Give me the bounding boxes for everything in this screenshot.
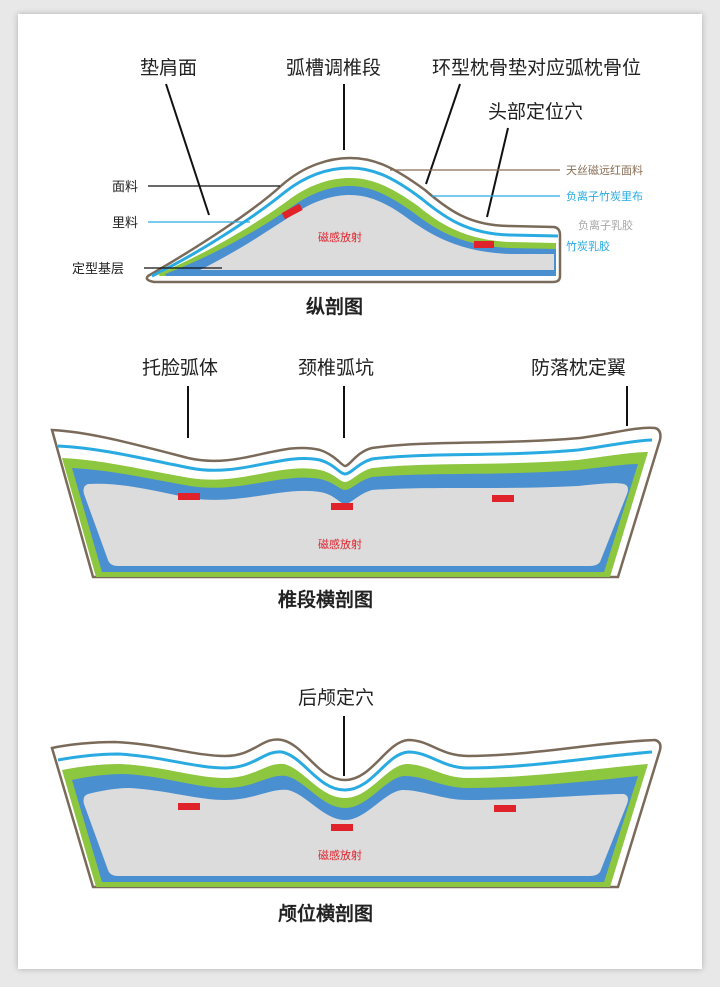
vert-core: [83, 483, 628, 566]
diagram-card: 磁感放射 垫肩面 弧槽调椎段 环型枕骨垫对应弧枕骨位 头部定位穴 面料 里料 定…: [18, 14, 702, 969]
legend-item-3: 竹炭乳胶: [566, 239, 610, 253]
label-lining: 里料: [112, 216, 138, 231]
occiput-section: 磁感放射 后颅定穴 颅位横剖图: [50, 687, 662, 925]
vert-marker-center: [331, 503, 353, 510]
legend-item-0: 天丝磁远红面料: [566, 163, 643, 177]
callout-face-arc: 托脸弧体: [142, 357, 218, 379]
long-core-label: 磁感放射: [318, 230, 362, 244]
legend-item-1: 负离子竹炭里布: [566, 189, 643, 203]
long-blue-layer: [151, 166, 559, 278]
caption-vertebra: 椎段横剖图: [278, 588, 373, 611]
longitudinal-section: 磁感放射 垫肩面 弧槽调椎段 环型枕骨垫对应弧枕骨位 头部定位穴 面料 里料 定…: [72, 57, 643, 318]
vert-marker-left: [178, 493, 200, 500]
occ-core-label: 磁感放射: [318, 848, 362, 862]
callout-ring-pad: 环型枕骨垫对应弧枕骨位: [432, 57, 641, 79]
callout-arc-slot: 弧槽调椎段: [286, 57, 381, 79]
long-core: [200, 195, 554, 270]
vert-marker-right: [492, 495, 514, 502]
vert-blue-line: [57, 438, 653, 476]
occ-blue-line: [57, 750, 653, 792]
caption-occiput: 颅位横剖图: [278, 902, 373, 925]
callout-anti-stiff-wing: 防落枕定翼: [531, 357, 626, 379]
occ-marker-right: [494, 805, 516, 812]
long-marker-right: [474, 241, 494, 248]
occ-marker-center: [331, 824, 353, 831]
vert-core-label: 磁感放射: [318, 537, 362, 551]
occ-core: [83, 788, 628, 876]
leader-head-hole: [486, 127, 509, 218]
callout-shoulder: 垫肩面: [140, 57, 197, 79]
leader-shoulder: [165, 83, 210, 216]
caption-longitudinal: 纵剖图: [306, 295, 363, 318]
callout-occiput-hole: 后颅定穴: [298, 687, 374, 709]
label-base: 定型基层: [72, 262, 124, 277]
long-marker-left: [281, 203, 303, 220]
legend-item-2: 负离子乳胶: [578, 218, 633, 232]
callout-head-hole: 头部定位穴: [488, 101, 583, 123]
diagram-canvas: 磁感放射 垫肩面 弧槽调椎段 环型枕骨垫对应弧枕骨位 头部定位穴 面料 里料 定…: [50, 57, 662, 925]
vertebra-section: 磁感放射 托脸弧体 颈椎弧坑 防落枕定翼 椎段横剖图: [50, 357, 662, 611]
label-face: 面料: [112, 180, 138, 195]
leader-ring-pad: [425, 83, 461, 185]
callout-cervical-pit: 颈椎弧坑: [298, 357, 374, 379]
occ-marker-left: [178, 803, 200, 810]
